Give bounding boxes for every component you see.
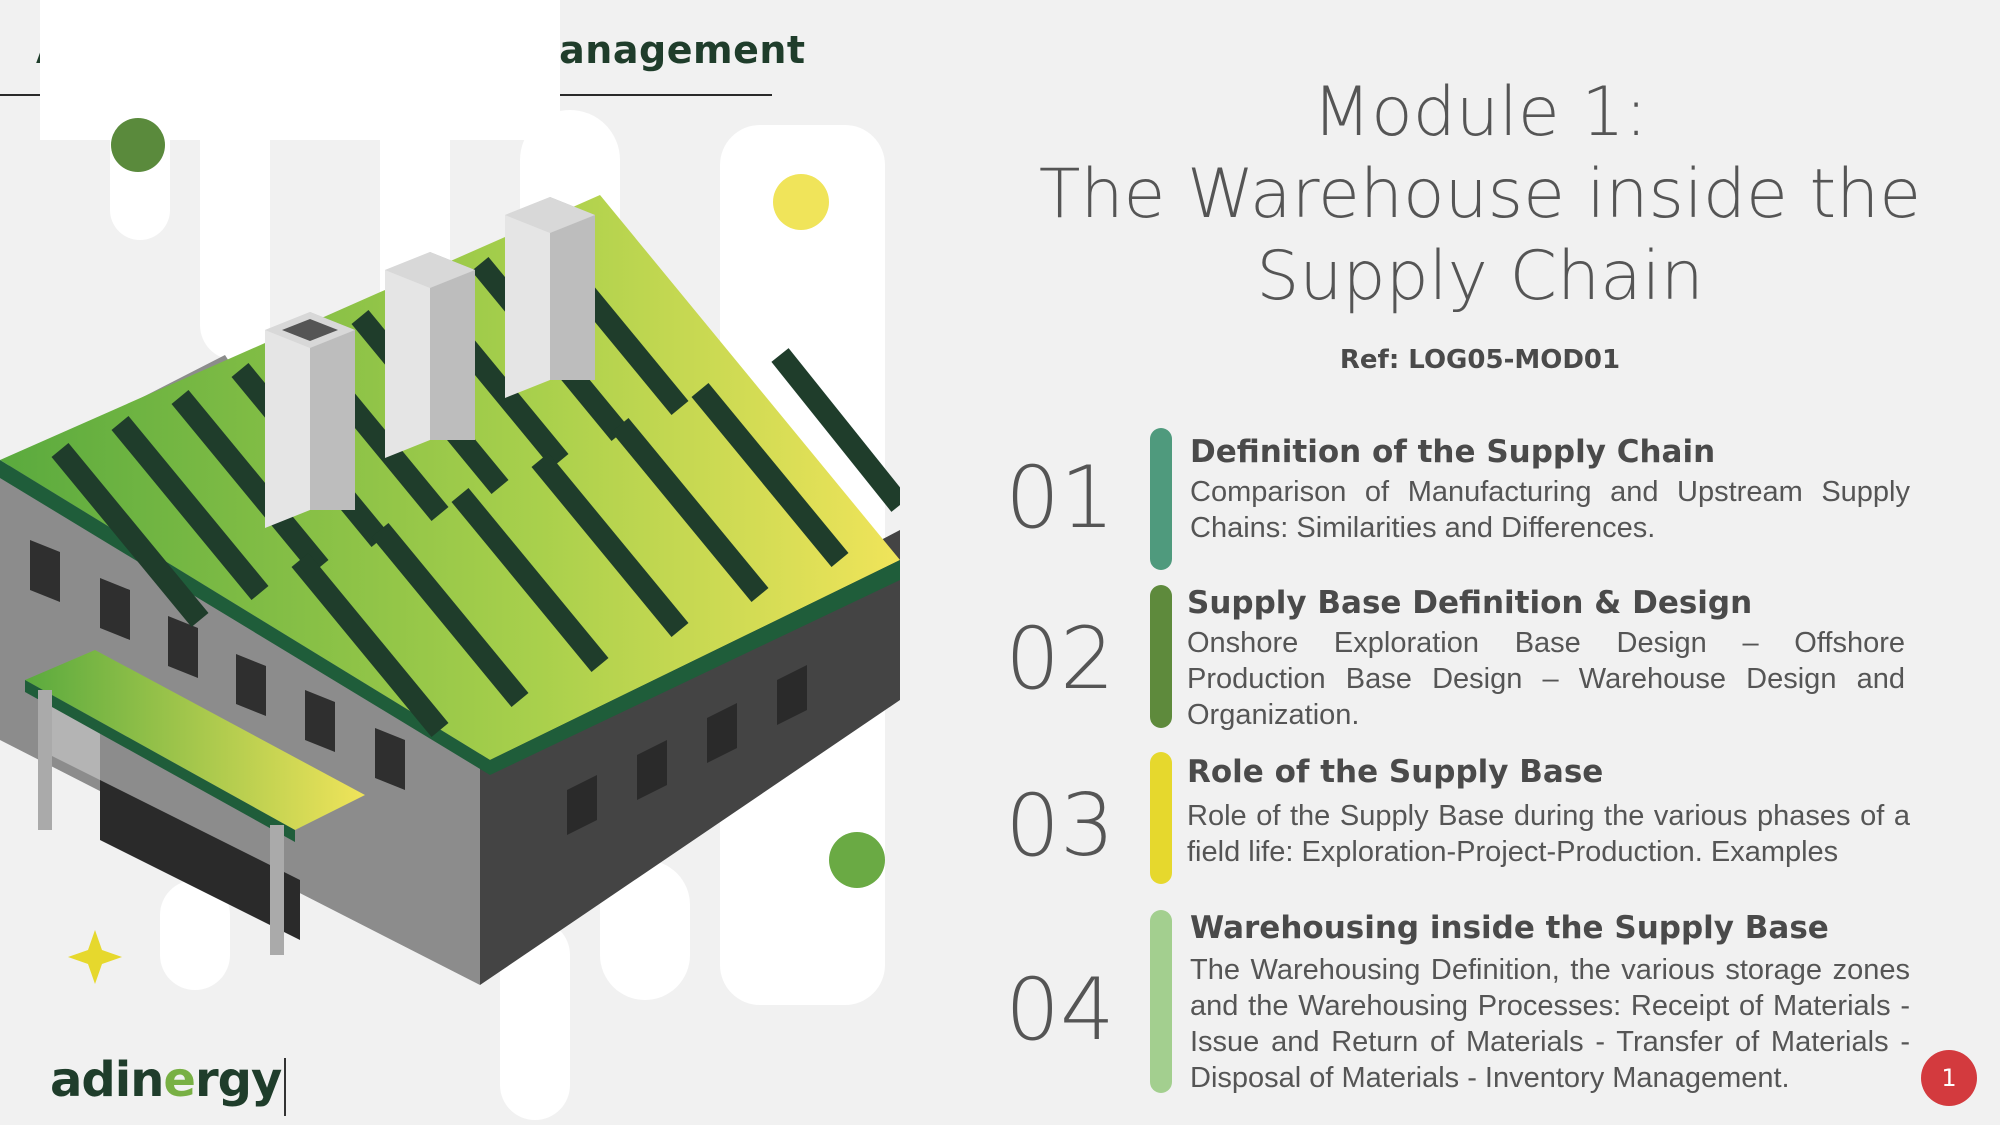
module-title-line: Supply Chain: [1256, 237, 1704, 316]
logo-divider: [284, 1058, 286, 1116]
chimneys: [265, 197, 595, 528]
sparkle-icon: [68, 930, 122, 984]
agenda-item-03: 03 Role of the Supply Base Role of the S…: [1000, 752, 1910, 887]
item-description: The Warehousing Definition, the various …: [1190, 954, 1910, 1094]
module-title: Module 1: The Warehouse inside the Suppl…: [1010, 72, 1950, 318]
item-color-bar: [1150, 910, 1172, 1093]
agenda-item-02: 02 Supply Base Definition & Design Onsho…: [1000, 585, 1910, 731]
item-heading: Definition of the Supply Chain: [1190, 434, 1716, 470]
logo-text-accent: e: [163, 1052, 196, 1108]
green-dot-icon: [829, 832, 885, 888]
module-title-line: The Warehouse inside the: [1038, 155, 1922, 234]
logo-text: adi: [50, 1052, 131, 1108]
item-number: 01: [1005, 448, 1115, 548]
yellow-dot-icon: [773, 174, 829, 230]
item-heading: Role of the Supply Base: [1187, 754, 1604, 790]
adinergy-logo: adinergy: [50, 1052, 282, 1108]
item-number: 03: [1005, 776, 1115, 876]
module-reference: Ref: LOG05-MOD01: [1339, 345, 1621, 375]
item-color-bar: [1150, 428, 1172, 570]
logo-text: rgy: [194, 1052, 282, 1108]
green-dot-icon: [111, 118, 165, 172]
item-number: 04: [1005, 960, 1115, 1060]
agenda-item-01: 01 Definition of the Supply Chain Compar…: [1000, 428, 1910, 573]
item-number: 02: [1005, 609, 1115, 709]
item-heading: Supply Base Definition & Design: [1187, 585, 1753, 621]
item-description: Onshore Exploration Base Design – Offsho…: [1187, 627, 1905, 731]
item-heading: Warehousing inside the Supply Base: [1190, 910, 1829, 946]
item-color-bar: [1150, 585, 1172, 728]
item-description: Role of the Supply Base during the vario…: [1187, 800, 1910, 868]
module-title-line: Module 1:: [1312, 73, 1648, 152]
page-number-badge: 1: [1921, 1050, 1977, 1106]
item-description: Comparison of Manufacturing and Upstream…: [1190, 476, 1910, 544]
warehouse-illustration: [0, 0, 900, 1120]
logo-text: n: [130, 1052, 164, 1108]
agenda-item-04: 04 Warehousing inside the Supply Base Th…: [1000, 910, 1910, 1095]
item-color-bar: [1150, 752, 1172, 884]
